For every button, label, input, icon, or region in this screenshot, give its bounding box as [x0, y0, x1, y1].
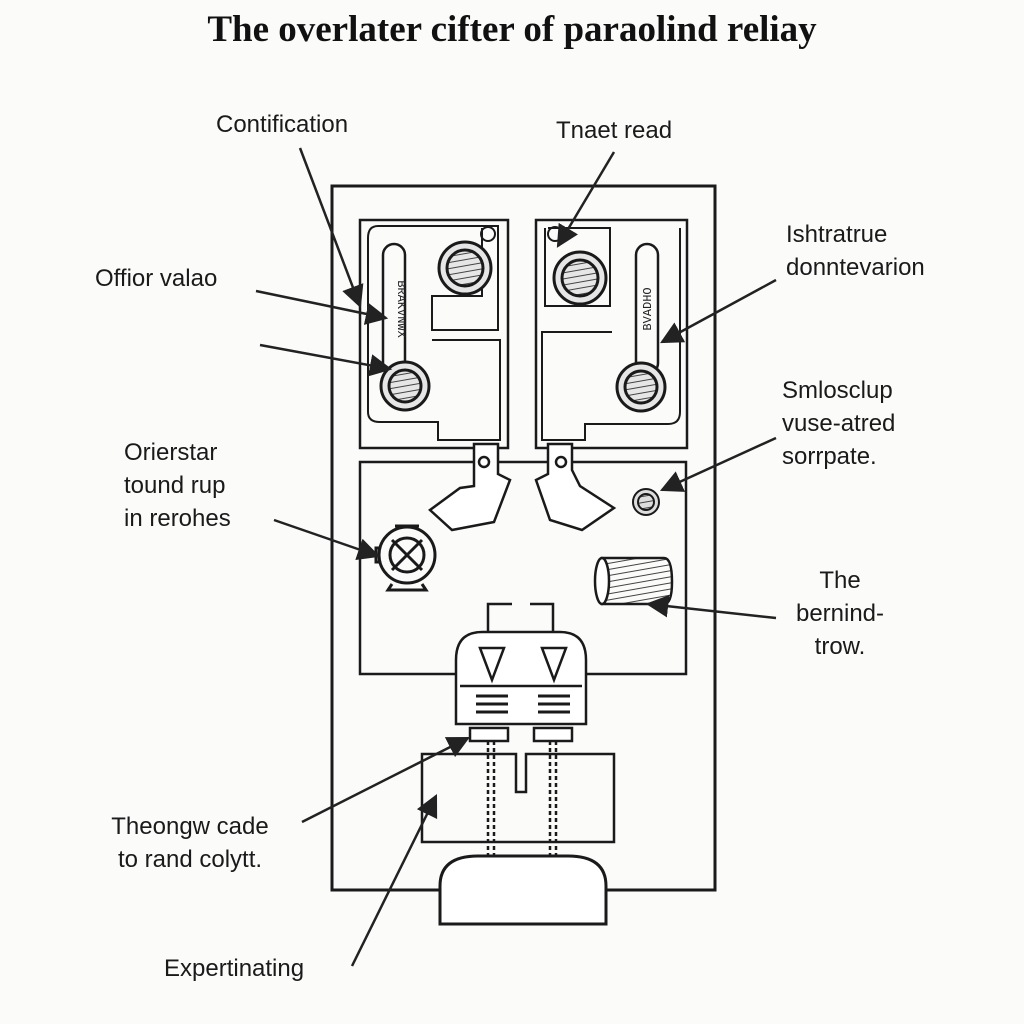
label-bernind: The bernind- trow.	[778, 564, 902, 663]
left-contact-arm	[428, 442, 512, 532]
terminal-upper-right	[552, 250, 608, 306]
label-ishtratrue-line-2: donntevarion	[786, 254, 925, 281]
arrow-bernind	[645, 595, 777, 620]
lower-terminal-pins	[468, 726, 574, 860]
label-oriersta-line-2: tound rup	[124, 472, 226, 499]
label-bernind-line-2: bernind-	[795, 600, 885, 627]
label-offior-valao: Offior valao	[95, 265, 218, 292]
left-strip-text: BRAKVNWX	[394, 280, 408, 338]
terminal-lower-right	[615, 361, 667, 413]
label-theongw: Theongw cade to rand colytt.	[90, 810, 290, 876]
arrow-expertinating	[350, 793, 438, 967]
arrow-offior-valao-2	[259, 343, 393, 377]
label-theongw-line-2: to rand colytt.	[117, 846, 263, 873]
label-oriersta-line-1: Orierstar	[124, 439, 218, 466]
label-ishtratrue: Ishtratrue donntevarion	[786, 218, 925, 284]
connector-block	[454, 630, 588, 726]
terminal-upper-left	[437, 240, 493, 296]
base-plug	[438, 854, 608, 926]
upper-right-module	[534, 218, 689, 450]
label-oriersta-line-3: in rerohes	[124, 505, 231, 532]
label-smlosclup-line-2: vuse-atred	[782, 410, 896, 437]
label-theongw-line-1: Theongw cade	[111, 813, 269, 840]
label-smlosclup-line-1: Smlosclup	[782, 377, 893, 404]
label-ishtratrue-line-1: Ishtratrue	[786, 221, 888, 248]
label-smlosclup-line-3: sorrpate.	[782, 443, 877, 470]
arrow-contification	[298, 147, 364, 309]
arrow-tnaet-read	[556, 151, 616, 248]
right-strip-text: BVADHO	[641, 287, 655, 330]
arrow-theongw	[301, 736, 471, 824]
diagram-title: The overlater cifter of paraolind reliay	[207, 9, 817, 50]
label-smlosclup: Smlosclup vuse-atred sorrpate.	[782, 374, 895, 473]
label-bernind-line-1: The	[819, 567, 861, 594]
arrow-oriersta	[273, 518, 381, 561]
label-oriersta: Orierstar tound rup in rerohes	[124, 436, 231, 535]
upper-left-module	[358, 218, 510, 450]
label-tnaet-read: Tnaet read	[556, 117, 673, 144]
lower-housing	[420, 752, 616, 844]
cylinder-component	[593, 556, 674, 606]
label-expertinating: Expertinating	[164, 955, 305, 982]
right-contact-arm	[534, 442, 617, 532]
arrow-smlosclup	[659, 436, 777, 492]
arrow-ishtratrue	[660, 278, 777, 344]
small-screw	[632, 488, 660, 516]
label-bernind-line-3: trow.	[814, 633, 866, 660]
coil-component	[374, 524, 437, 592]
label-contification: Contification	[216, 111, 349, 138]
arrow-offior-valao	[255, 289, 389, 325]
terminal-lower-left	[379, 360, 431, 412]
